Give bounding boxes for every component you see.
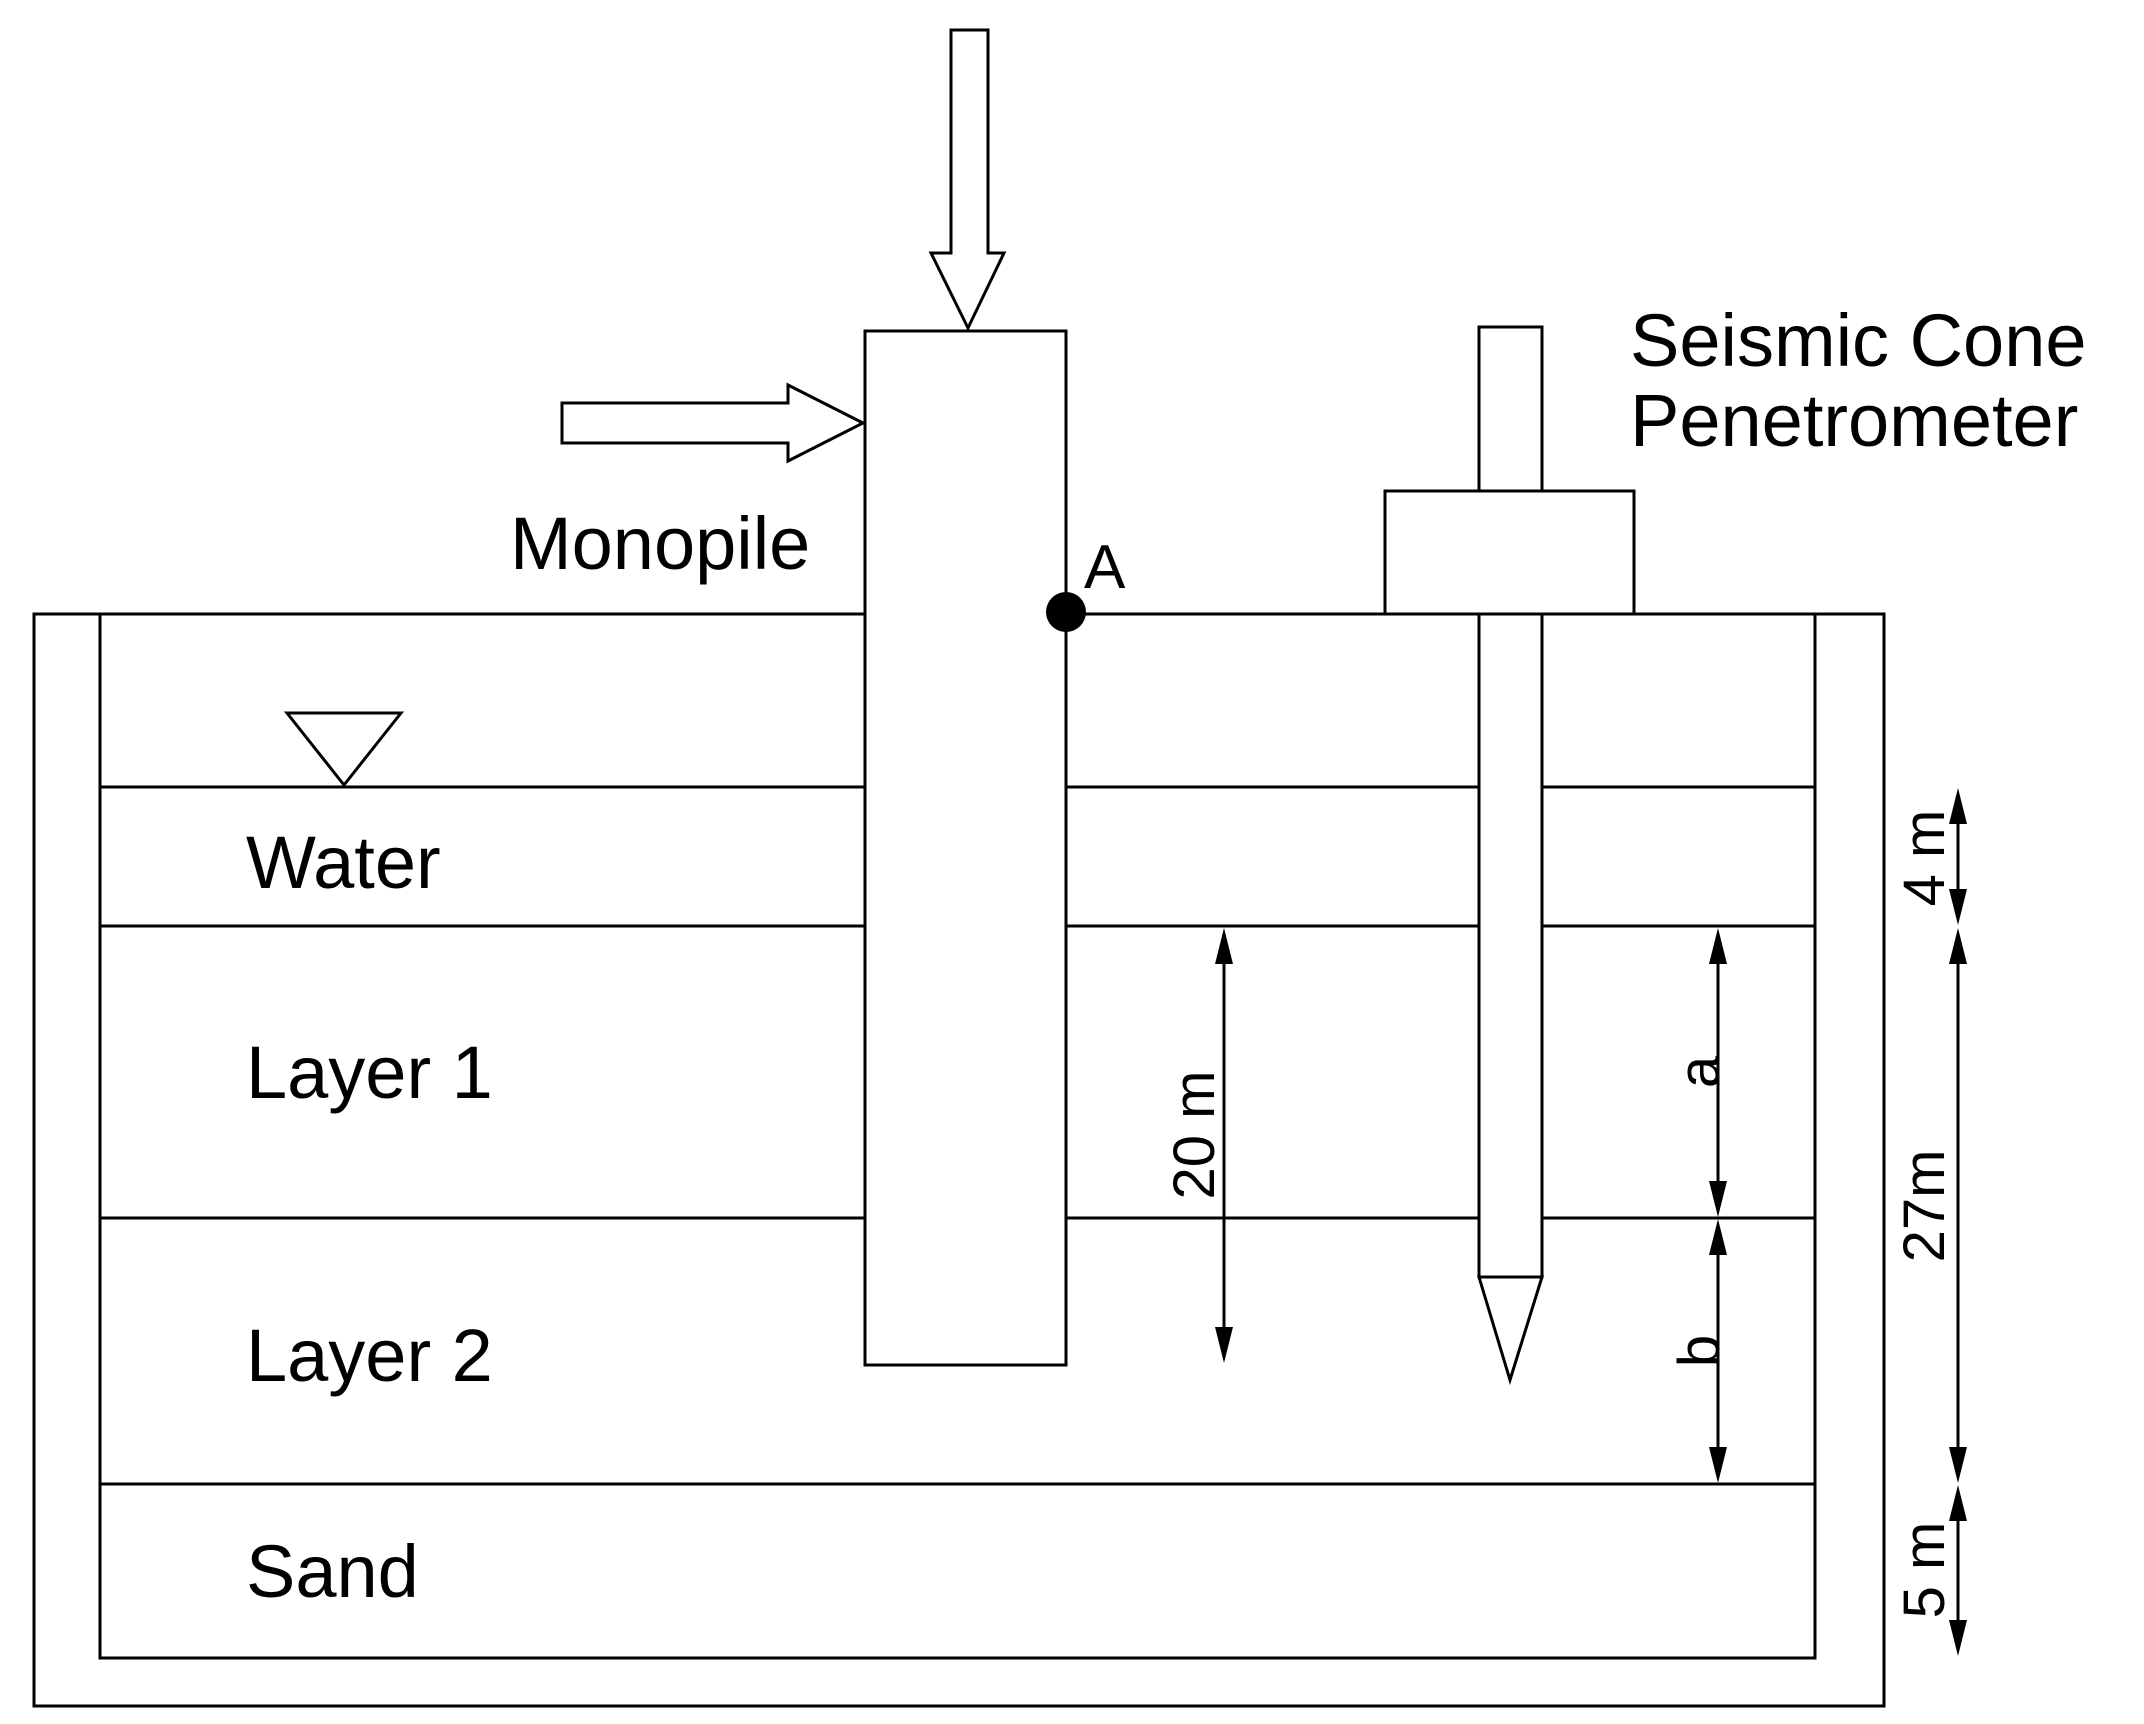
dimension-right-stack: 4 m 27m 5 m bbox=[1892, 788, 1967, 1656]
dim-a-arrow-top bbox=[1709, 928, 1727, 964]
scpt-shaft bbox=[1477, 612, 1544, 1279]
dim-27m-label: 27m bbox=[1892, 1150, 1957, 1263]
layer1-label: Layer 1 bbox=[246, 1031, 493, 1114]
dim-5m-label: 5 m bbox=[1892, 1522, 1957, 1619]
dim-20m-label: 20 m bbox=[1162, 1071, 1227, 1200]
dim-20m-arrow-bottom bbox=[1215, 1327, 1233, 1363]
dimension-pile-embedment: 20 m bbox=[1162, 928, 1233, 1363]
dim-5m-arrow-top bbox=[1949, 1485, 1967, 1521]
vertical-load-arrow-icon bbox=[928, 28, 1007, 332]
dim-4m-arrow-top bbox=[1949, 788, 1967, 824]
water-table-icon bbox=[283, 711, 405, 788]
seismic-cone-penetrometer bbox=[1383, 325, 1636, 1386]
dim-5m-arrow-bottom bbox=[1949, 1620, 1967, 1656]
dim-4m-label: 4 m bbox=[1892, 810, 1957, 907]
scpt-top-rod bbox=[1477, 325, 1544, 493]
point-a-marker bbox=[1046, 592, 1086, 632]
scpt-label-line2: Penetrometer bbox=[1630, 379, 2078, 462]
point-a-label: A bbox=[1084, 533, 1126, 602]
water-label: Water bbox=[246, 821, 441, 904]
layer2-label: Layer 2 bbox=[246, 1314, 493, 1397]
horizontal-load-arrow-icon bbox=[560, 382, 867, 464]
dim-20m-arrow-top bbox=[1215, 928, 1233, 964]
scpt-label-line1: Seismic Cone bbox=[1630, 299, 2087, 382]
monopile bbox=[863, 329, 1068, 1367]
dim-a-label: a bbox=[1667, 1055, 1732, 1088]
dim-b-label: b bbox=[1667, 1335, 1732, 1367]
scpt-head bbox=[1383, 489, 1636, 616]
monopile-label: Monopile bbox=[510, 502, 810, 585]
dim-4m-arrow-bottom bbox=[1949, 889, 1967, 925]
dim-27m-arrow-top bbox=[1949, 928, 1967, 964]
dim-b-arrow-top bbox=[1709, 1219, 1727, 1255]
dim-27m-arrow-bottom bbox=[1949, 1447, 1967, 1483]
dimension-a-b: a b bbox=[1667, 928, 1732, 1483]
dim-a-arrow-bottom bbox=[1709, 1181, 1727, 1217]
dim-b-arrow-bottom bbox=[1709, 1447, 1727, 1483]
sand-label: Sand bbox=[246, 1530, 419, 1613]
scpt-cone-tip bbox=[1476, 1275, 1545, 1386]
